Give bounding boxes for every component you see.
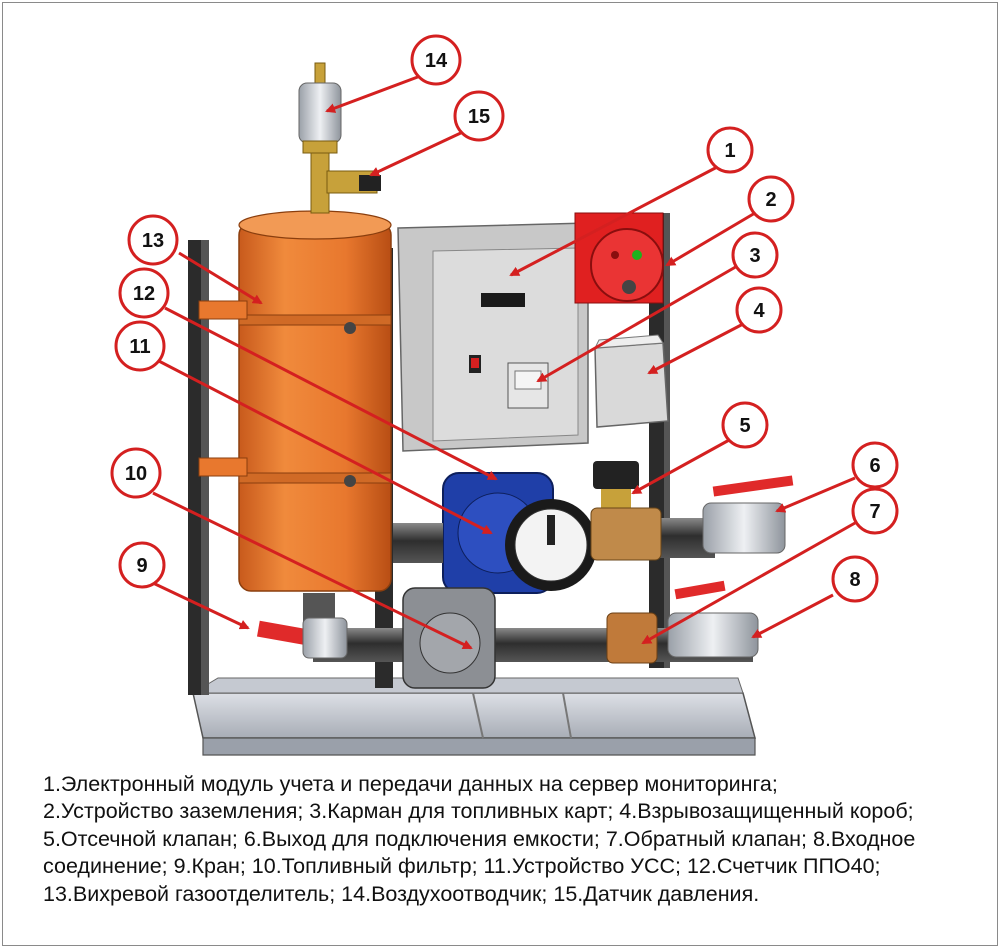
leader-arrow-4 [647,321,746,375]
grounding-device [574,212,664,304]
leader-arrow-2 [665,211,756,267]
callout-5: 5 [721,401,769,449]
callout-4-label: 4 [753,300,765,322]
callout-2: 2 [747,175,795,223]
callout-12: 12 [118,267,170,319]
callout-10: 10 [110,447,162,499]
callout-3-label: 3 [749,245,760,267]
callout-13: 13 [127,214,179,266]
leader-arrow-7 [641,521,856,645]
leader-arrow-11 [152,356,493,535]
callout-6: 6 [851,441,899,489]
callout-13-label: 13 [142,230,164,252]
leader-arrow-10 [152,491,473,650]
base-frame [191,677,756,756]
callout-11: 11 [114,320,166,372]
uss-device [505,499,597,591]
leader-arrow-13 [178,251,263,305]
leader-arrow-15 [369,129,466,177]
equipment-diagram: 1 2 3 4 5 6 7 [110,34,899,756]
pressure-sensor [326,170,381,194]
vortex-gas-separator-tank [198,210,392,592]
leader-arrow-8 [751,593,834,639]
callout-10-label: 10 [125,463,147,485]
tank-outlet-connection [702,475,794,554]
legend-caption: 1.Электронный модуль учета и передачи да… [43,772,916,906]
leader-arrows [152,73,856,650]
leader-arrow-6 [775,476,856,513]
electronic-module-cabinet [397,222,589,452]
explosion-proof-box [594,334,669,428]
leader-arrow-9 [152,581,250,630]
callout-2-label: 2 [765,189,776,211]
callouts: 1 2 3 4 5 6 7 [110,34,899,603]
ball-valve [256,617,348,659]
callout-5-label: 5 [739,415,750,437]
leader-arrow-1 [509,163,722,277]
callout-9: 9 [118,541,166,589]
leader-arrow-3 [536,263,740,383]
check-valve [606,612,658,664]
callout-8: 8 [831,555,879,603]
callout-4: 4 [735,286,783,334]
callout-7-label: 7 [869,501,880,523]
callout-11-label: 11 [129,336,150,358]
callout-8-label: 8 [849,569,860,591]
leader-arrow-14 [325,73,424,113]
callout-7: 7 [851,487,899,535]
leader-arrow-5 [631,437,732,495]
callout-3: 3 [731,231,779,279]
callout-15: 15 [453,90,505,142]
callout-12-label: 12 [133,283,155,305]
leader-arrow-12 [164,306,498,481]
callout-15-label: 15 [468,106,490,128]
callout-14-label: 14 [425,50,448,72]
inlet-connection [667,580,759,658]
callout-1: 1 [706,126,754,174]
callout-6-label: 6 [869,455,880,477]
callout-14: 14 [410,34,462,86]
callout-9-label: 9 [136,555,147,577]
shutoff-valve [590,461,662,561]
callout-1-label: 1 [724,140,735,162]
